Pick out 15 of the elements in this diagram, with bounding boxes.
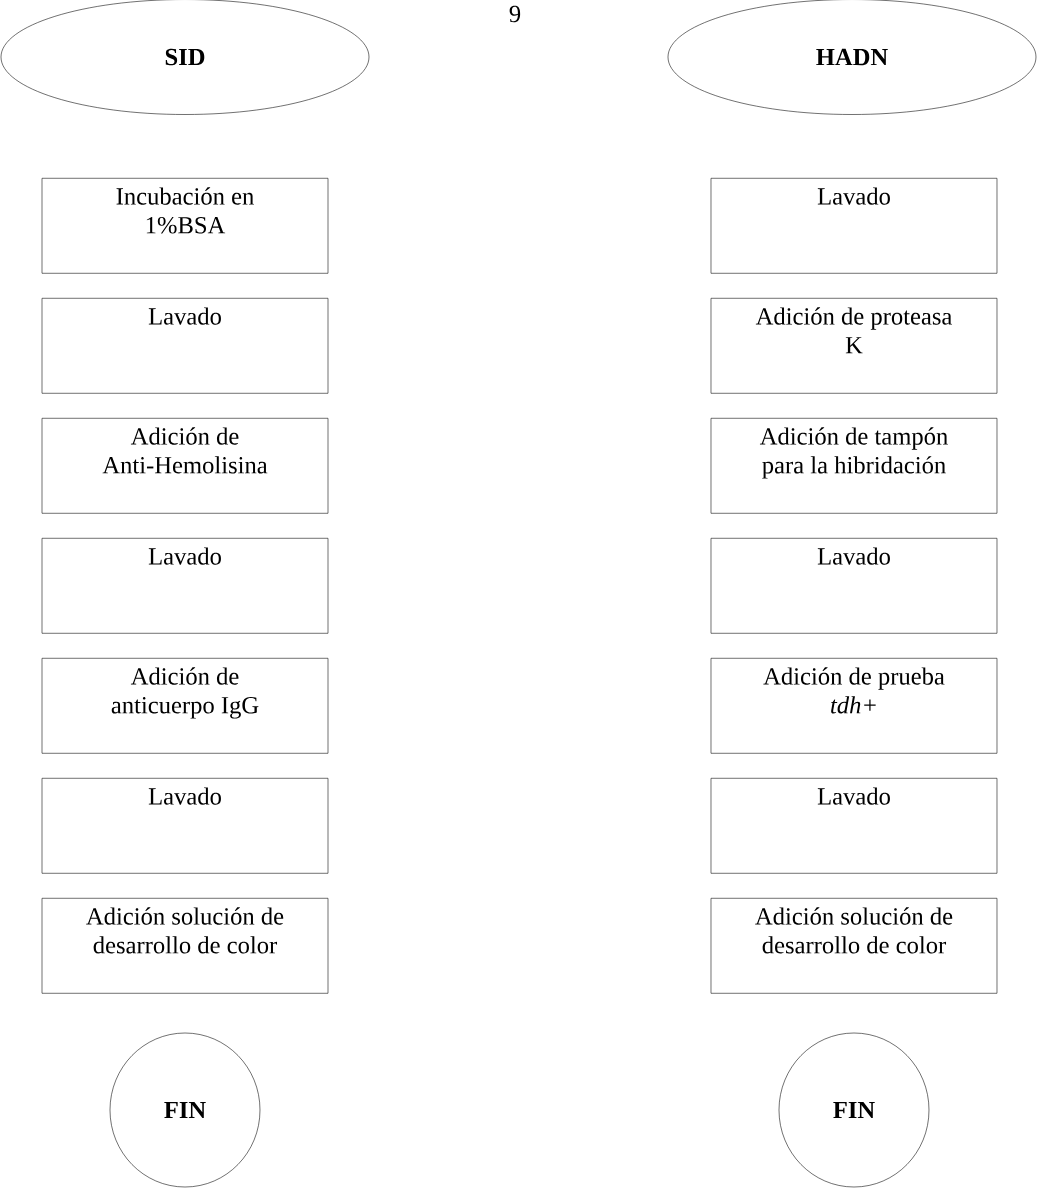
process-box: Adición de tampón para la hibridación xyxy=(710,418,998,514)
process-box: Lavado xyxy=(41,538,329,634)
process-box: Incubación en 1%BSA xyxy=(41,178,329,274)
process-box: Lavado xyxy=(41,778,329,874)
process-box: Adición solución de desarrollo de color xyxy=(710,898,998,994)
process-box: Adición de proteasa K xyxy=(710,298,998,394)
process-box: Lavado xyxy=(710,178,998,274)
process-box: Adición solución de desarrollo de color xyxy=(41,898,329,994)
process-box: Adición de prueba tdh+ xyxy=(710,658,998,754)
process-box: Lavado xyxy=(41,298,329,394)
page-number: 9 xyxy=(509,5,521,23)
process-box: Lavado xyxy=(710,778,998,874)
process-box: Lavado xyxy=(710,538,998,634)
process-box: Adición de anticuerpo IgG xyxy=(41,658,329,754)
process-box: Adición de Anti-Hemolisina xyxy=(41,418,329,514)
